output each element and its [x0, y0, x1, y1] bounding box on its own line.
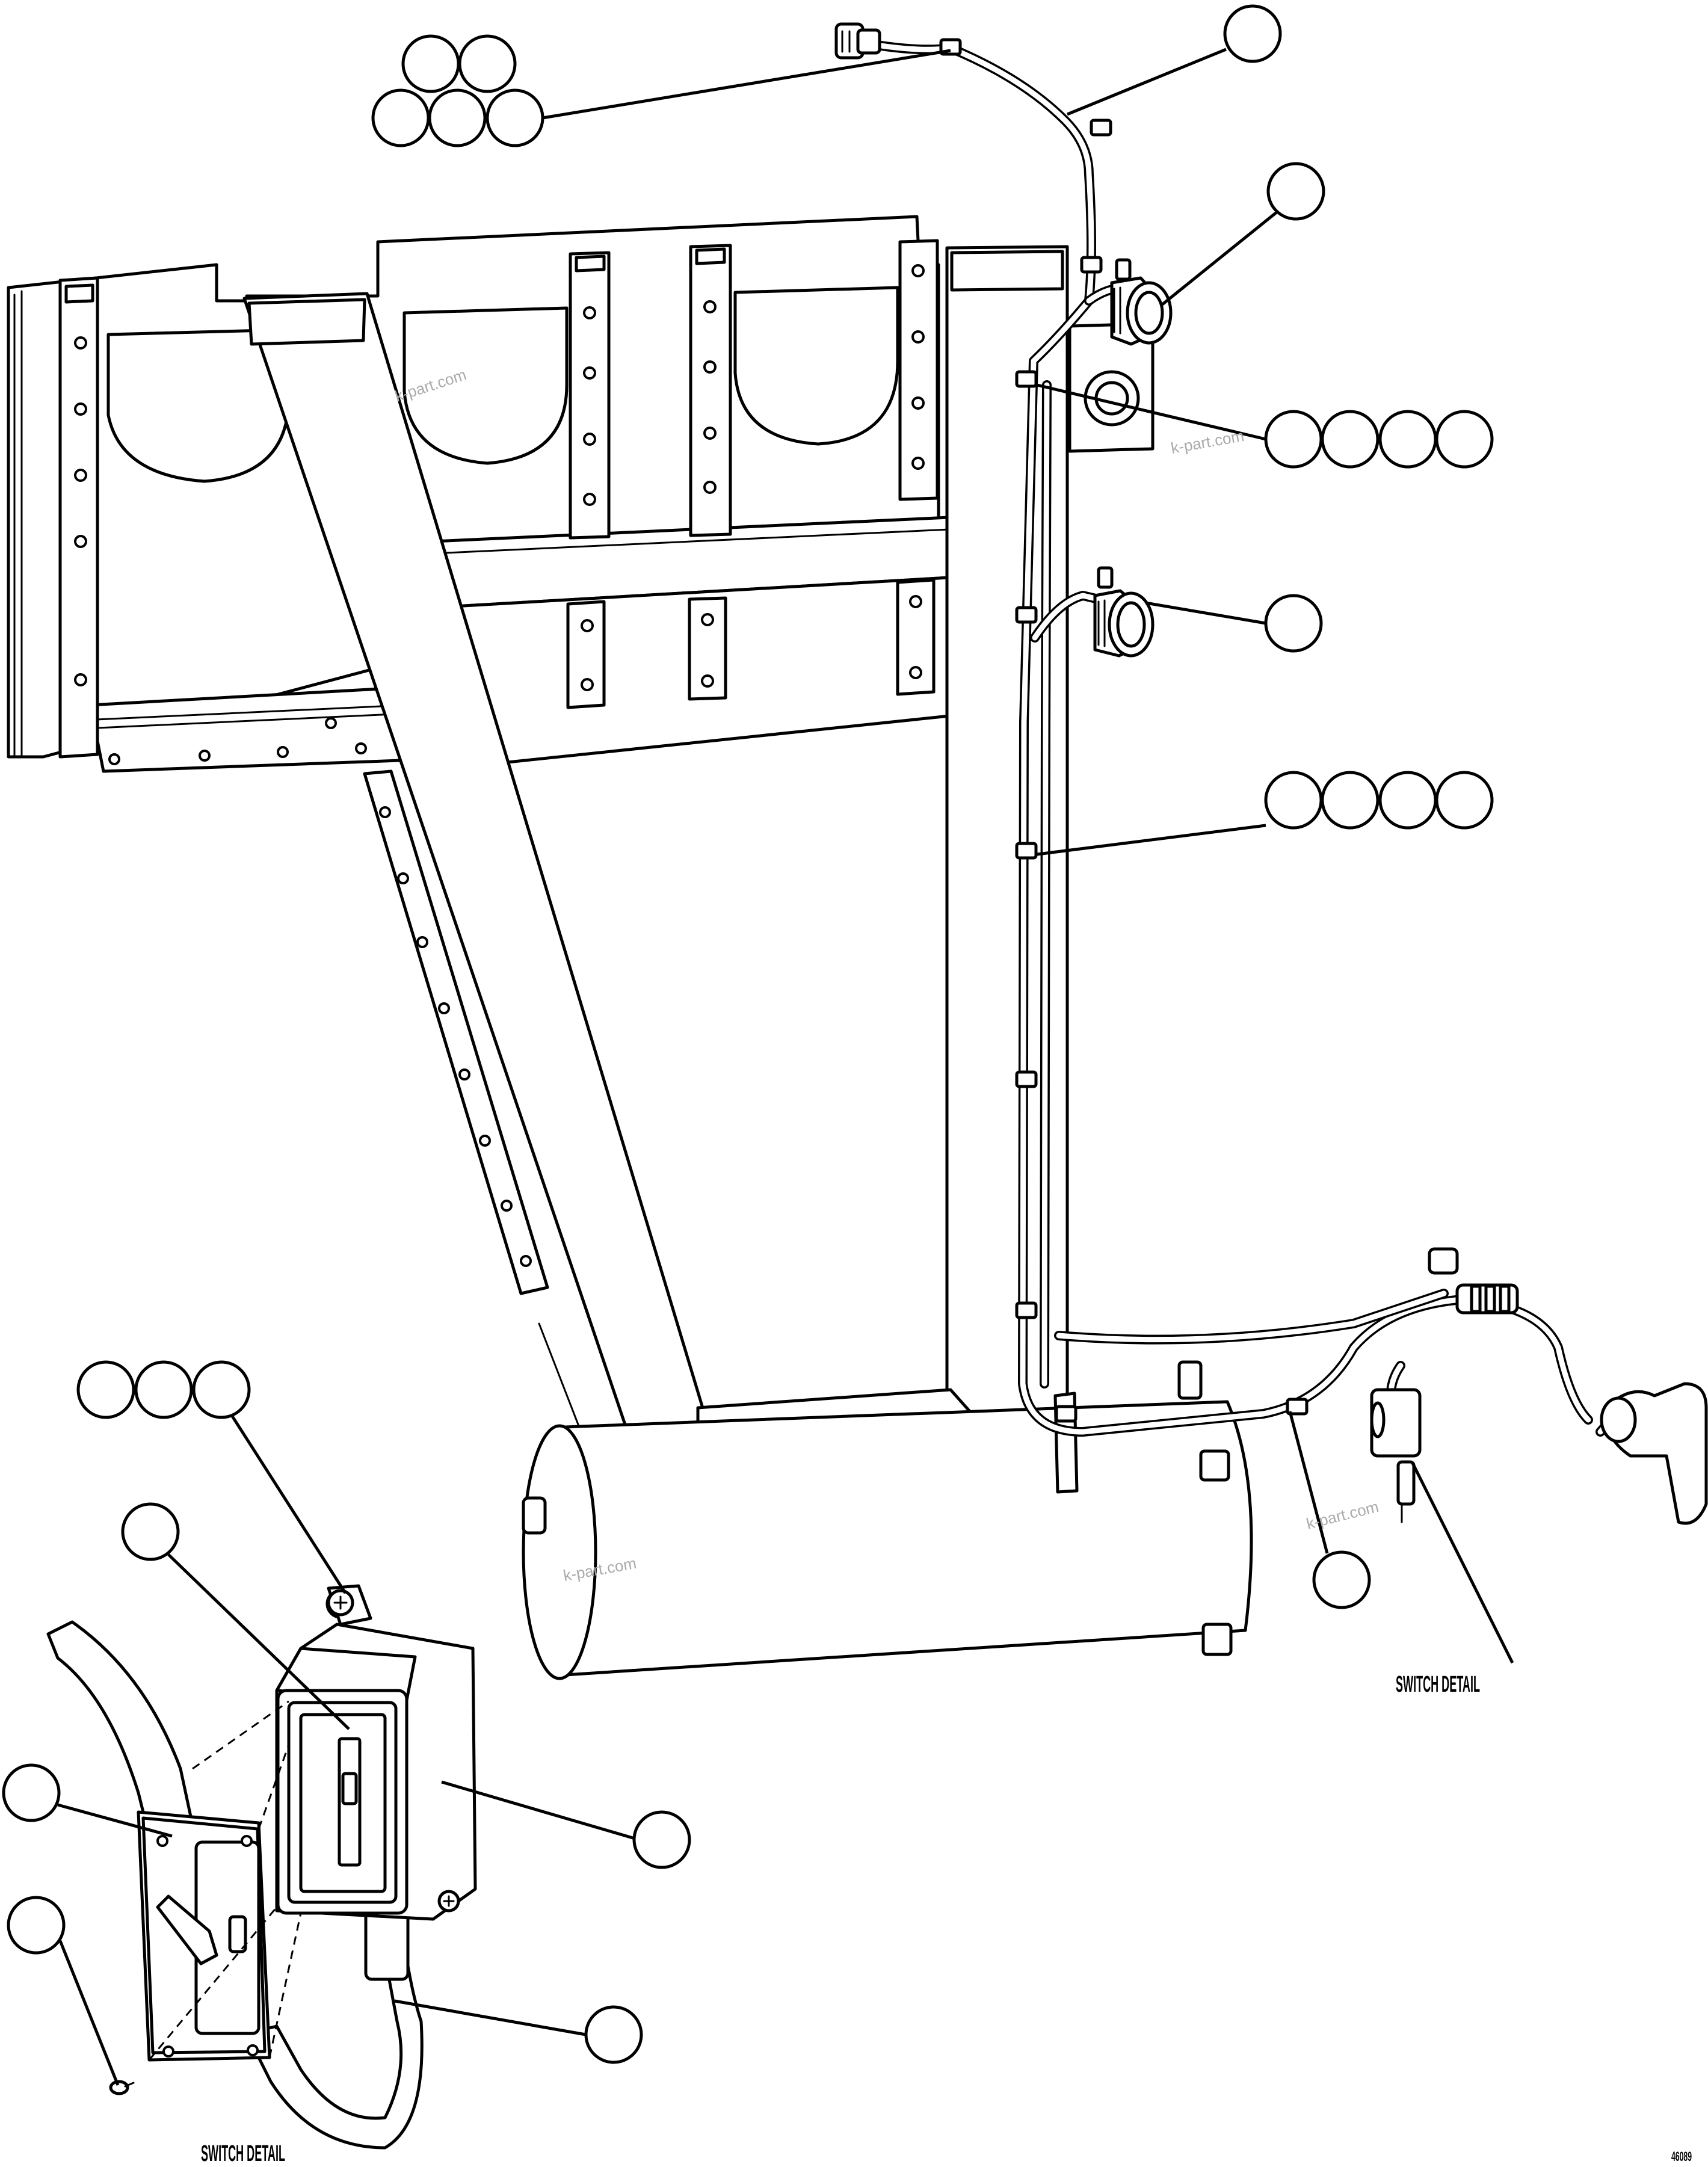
callout-balloons — [2, 4, 1494, 2064]
hose-end — [1600, 1382, 1708, 1525]
callout-balloon — [1264, 410, 1323, 469]
tank — [522, 1360, 1253, 1680]
callout-balloon — [76, 1360, 135, 1419]
callout-balloon — [1223, 4, 1282, 63]
wire-harness — [834, 22, 1708, 1525]
callout-balloon — [192, 1360, 251, 1419]
callout-balloon — [632, 1810, 691, 1869]
watermark-text: k-part.com — [1304, 1497, 1380, 1533]
callout-balloon — [1321, 771, 1380, 830]
figure-number: 46089 — [1671, 2149, 1692, 2164]
callout-balloon — [1266, 162, 1325, 221]
connector-top — [834, 22, 881, 60]
callout-balloon — [458, 34, 517, 93]
callout-balloon — [486, 88, 544, 147]
callout-balloon — [121, 1502, 180, 1561]
callout-balloon — [371, 88, 430, 147]
switch-detail-lower-caption: SWITCH DETAIL — [201, 2141, 285, 2166]
watermark-text: k-part.com — [1170, 427, 1245, 457]
callout-balloon — [584, 2005, 643, 2064]
callout-balloon — [134, 1360, 193, 1419]
callout-balloon — [1435, 410, 1494, 469]
callout-balloon — [2, 1763, 61, 1822]
callout-balloon — [7, 1896, 66, 1955]
switch-detail-upper-caption: SWITCH DETAIL — [1396, 1672, 1480, 1697]
callout-balloon — [1321, 410, 1380, 469]
callout-balloon — [1312, 1550, 1371, 1609]
work-light-upper — [1110, 258, 1173, 346]
harness-switch — [1370, 1388, 1422, 1523]
leader-lines — [57, 48, 1514, 2086]
cable-clamps — [939, 38, 1309, 1423]
callout-balloon — [428, 88, 487, 147]
callout-balloon — [1264, 594, 1323, 653]
callout-balloon — [1435, 771, 1494, 830]
callout-balloon — [401, 34, 460, 93]
switch-detail-lower — [46, 1584, 477, 2150]
work-light-lower — [1093, 566, 1155, 658]
cover-screw — [109, 2080, 135, 2095]
vertical-strips — [58, 239, 939, 759]
diagonal-slats — [242, 292, 715, 1517]
callout-balloon — [1378, 410, 1437, 469]
callout-balloon — [1378, 771, 1437, 830]
callout-balloon — [1264, 771, 1323, 830]
connector-right — [1428, 1247, 1519, 1315]
